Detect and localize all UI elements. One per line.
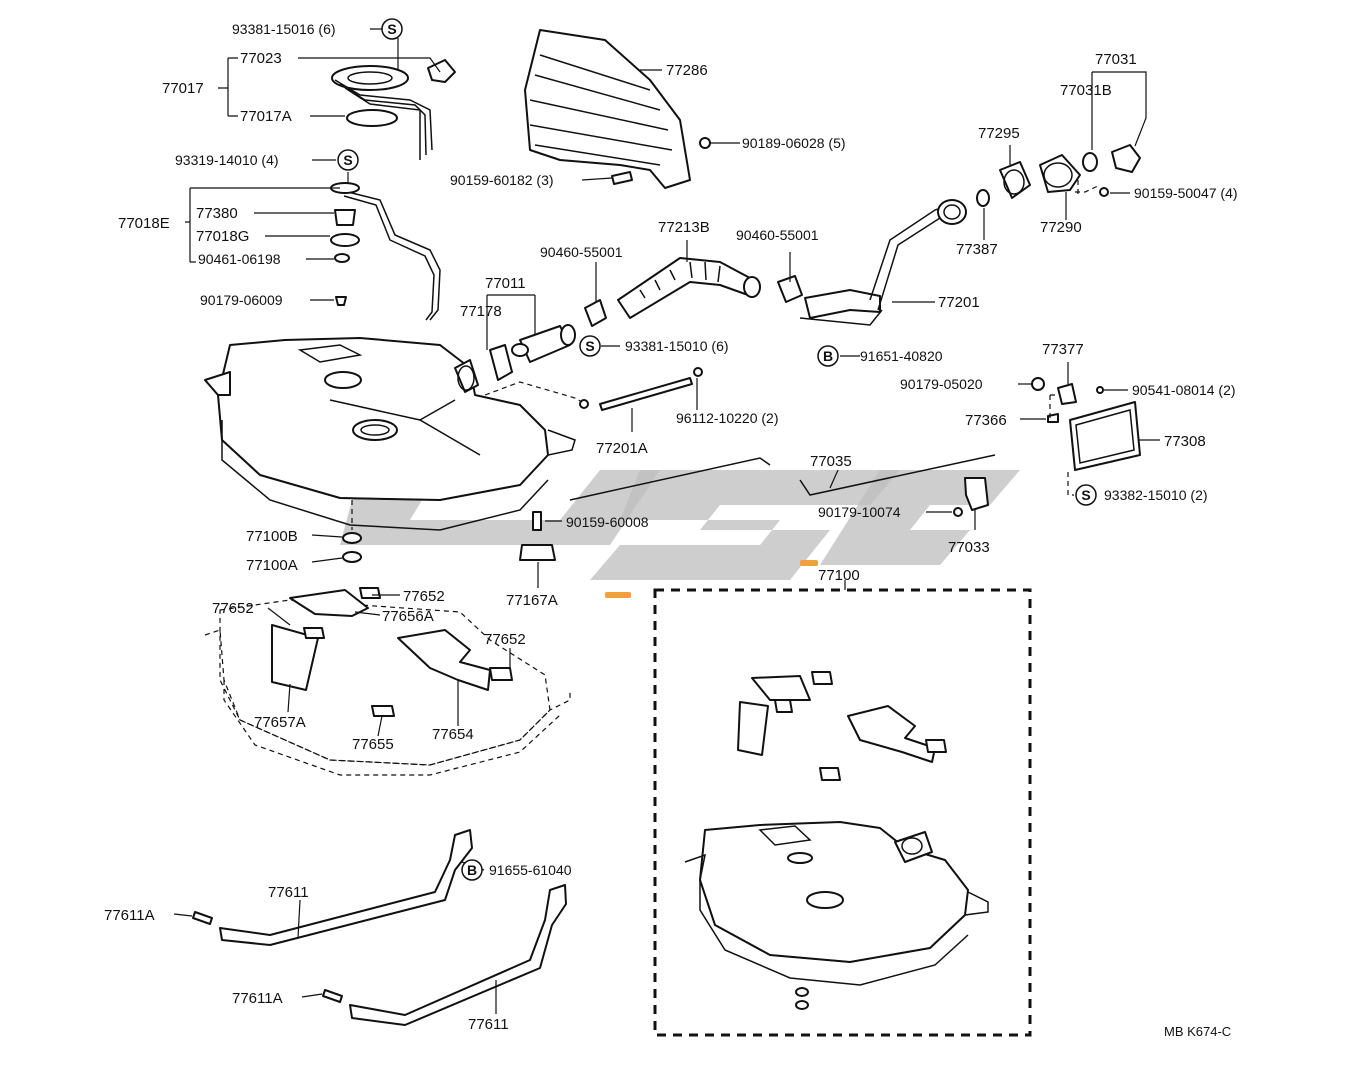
sender-gauge-assembly xyxy=(331,59,456,160)
drain-gasket xyxy=(342,532,362,544)
label-77611a-a: 77611A xyxy=(104,907,155,924)
label-77100b: 77100B xyxy=(246,528,298,545)
label-93319-14010: 93319-14010 (4) xyxy=(175,152,279,168)
leader-lines xyxy=(173,28,1160,1014)
fuel-tube-line xyxy=(339,189,441,321)
tank-protector xyxy=(524,29,711,189)
tank-band-lower xyxy=(322,884,567,1026)
label-77380: 77380 xyxy=(196,205,238,222)
svg-text:B: B xyxy=(823,348,833,364)
fuel-filler-lid xyxy=(1031,377,1141,471)
label-77652-c: 77652 xyxy=(484,631,526,648)
clamp xyxy=(519,544,556,561)
svg-text:B: B xyxy=(467,862,477,878)
label-90179-06009: 90179-06009 xyxy=(200,292,283,308)
label-77611-b: 77611 xyxy=(468,1016,509,1033)
label-77657a: 77657A xyxy=(254,714,306,731)
label-90159-50047: 90159-50047 (4) xyxy=(1134,185,1238,201)
label-77178: 77178 xyxy=(460,303,502,320)
label-77366: 77366 xyxy=(965,412,1007,429)
label-90189-06028: 90189-06028 (5) xyxy=(742,135,846,151)
gasket-stack xyxy=(330,182,360,306)
fuel-cap-assembly xyxy=(1039,144,1141,197)
label-77377: 77377 xyxy=(1042,341,1084,358)
label-77308: 77308 xyxy=(1164,433,1206,450)
label-90541-08014: 90541-08014 (2) xyxy=(1132,382,1236,398)
label-93382-15010: 93382-15010 (2) xyxy=(1104,487,1208,503)
label-90159-60182: 90159-60182 (3) xyxy=(450,172,554,188)
filler-hose xyxy=(584,257,803,327)
label-93381-15016: 93381-15016 (6) xyxy=(232,21,336,37)
label-90461-06198: 90461-06198 xyxy=(198,251,281,267)
tank-band-upper xyxy=(192,829,473,946)
label-77290: 77290 xyxy=(1040,219,1082,236)
label-93381-15010: 93381-15010 (6) xyxy=(625,338,729,354)
label-77656a: 77656A xyxy=(382,608,434,625)
label-77031: 77031 xyxy=(1095,51,1137,68)
label-91655-61040: 91655-61040 xyxy=(489,862,572,878)
inlet-pipe-assembly xyxy=(489,324,576,381)
label-91651-40820: 91651-40820 xyxy=(860,348,943,364)
drain-plug xyxy=(342,551,362,563)
label-77035: 77035 xyxy=(810,453,852,470)
filler-pipe xyxy=(799,161,1031,326)
label-77611a-b: 77611A xyxy=(232,990,283,1007)
label-77167a: 77167A xyxy=(506,592,558,609)
marker-s-1: S xyxy=(381,18,403,40)
label-77652-b: 77652 xyxy=(212,600,254,617)
label-77100a: 77100A xyxy=(246,557,298,574)
marker-s-4: S xyxy=(1075,484,1097,506)
tank-assembly-inset xyxy=(684,671,989,1010)
svg-text:S: S xyxy=(1081,487,1090,503)
marker-s-3: S xyxy=(579,335,601,357)
label-77652-a: 77652 xyxy=(403,588,445,605)
label-77201: 77201 xyxy=(938,294,980,311)
label-77611-a: 77611 xyxy=(268,884,309,901)
part-labels: 93381-15016 (6) 77023 77017 77017A 93319… xyxy=(104,21,1238,1039)
label-77100: 77100 xyxy=(818,567,860,584)
label-77201a: 77201A xyxy=(596,440,648,457)
marker-s-2: S xyxy=(337,149,359,171)
svg-text:S: S xyxy=(343,152,352,168)
drawing-reference: MB K674-C xyxy=(1164,1024,1231,1039)
label-90460-55001-a: 90460-55001 xyxy=(540,244,623,260)
tank-outline-exploded xyxy=(204,587,571,776)
label-77295: 77295 xyxy=(978,125,1020,142)
lid-opener-cable xyxy=(569,457,771,501)
label-77033: 77033 xyxy=(948,539,990,556)
label-77011: 77011 xyxy=(485,275,526,292)
label-90460-55001-b: 90460-55001 xyxy=(736,227,819,243)
label-90159-60008: 90159-60008 xyxy=(566,514,649,530)
tank-assembly-box xyxy=(653,588,1032,1037)
label-77018e: 77018E xyxy=(118,215,170,232)
label-77213b: 77213B xyxy=(658,219,710,236)
fuel-tank-main xyxy=(204,337,576,531)
label-90179-05020: 90179-05020 xyxy=(900,376,983,392)
svg-text:S: S xyxy=(585,338,594,354)
label-77018g: 77018G xyxy=(196,228,249,245)
svg-text:S: S xyxy=(387,21,396,37)
marker-b-1: B xyxy=(817,345,839,367)
label-77286: 77286 xyxy=(666,62,708,79)
label-77017: 77017 xyxy=(162,80,204,97)
label-90179-10074: 90179-10074 xyxy=(818,504,901,520)
label-77655: 77655 xyxy=(352,736,394,753)
marker-b-2: B xyxy=(461,859,483,881)
label-77387: 77387 xyxy=(956,241,998,258)
label-77023: 77023 xyxy=(240,50,282,67)
label-77017a: 77017A xyxy=(240,108,292,125)
label-96112-10220: 96112-10220 (2) xyxy=(676,410,778,426)
bolt xyxy=(532,511,542,531)
label-77031b: 77031B xyxy=(1060,82,1112,99)
label-77654: 77654 xyxy=(432,726,474,743)
vent-tube xyxy=(599,377,693,411)
